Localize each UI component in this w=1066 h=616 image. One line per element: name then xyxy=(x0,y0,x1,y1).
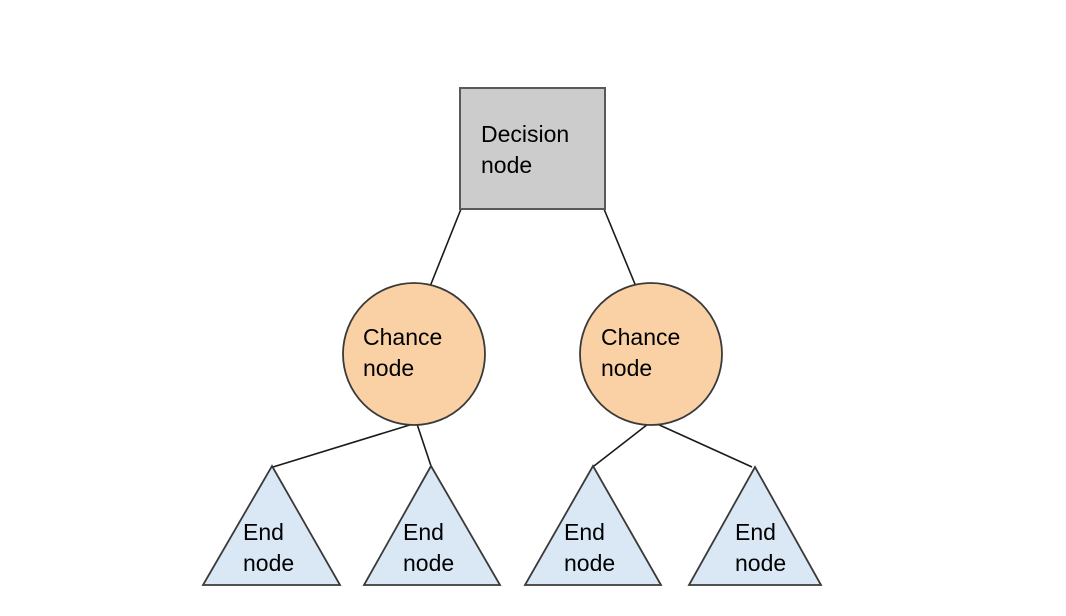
end-node-4-shape[interactable] xyxy=(687,465,823,586)
chance-node-right-label-line1: Chance xyxy=(601,324,680,350)
chance-node-right-shape[interactable] xyxy=(579,282,723,426)
chance-node-left-label-line2: node xyxy=(363,355,414,381)
end-node-2-label-line2: node xyxy=(403,550,454,576)
node-end-1[interactable]: End node xyxy=(201,464,342,586)
end-node-3-label-line1: End xyxy=(564,519,605,545)
end-node-3-label-line2: node xyxy=(564,550,615,576)
node-chance-right[interactable]: Chance node xyxy=(579,282,723,426)
end-node-2-label-line1: End xyxy=(403,519,444,545)
end-node-2-shape[interactable] xyxy=(362,464,502,586)
edge-chance-left-to-end-1 xyxy=(272,423,414,468)
edge-decision-to-chance-right xyxy=(603,208,638,290)
edge-chance-right-to-end-3 xyxy=(593,423,649,467)
end-node-4-label-line2: node xyxy=(735,550,786,576)
edge-decision-to-chance-left xyxy=(428,208,462,290)
edge-chance-left-to-end-2 xyxy=(416,423,432,467)
end-node-4-label-line1: End xyxy=(735,519,776,545)
node-end-3[interactable]: End node xyxy=(523,464,663,586)
chance-node-left-label-line1: Chance xyxy=(363,324,442,350)
edge-chance-right-to-end-4 xyxy=(654,422,753,468)
chance-node-left-shape[interactable] xyxy=(342,282,486,426)
decision-node-label-line2: node xyxy=(481,152,532,178)
node-end-2[interactable]: End node xyxy=(362,464,502,586)
node-chance-left[interactable]: Chance node xyxy=(342,282,486,426)
chance-node-right-label-line2: node xyxy=(601,355,652,381)
edge-group xyxy=(272,208,753,468)
node-decision[interactable]: Decision node xyxy=(459,87,606,210)
end-node-1-shape[interactable] xyxy=(201,464,342,586)
node-end-4[interactable]: End node xyxy=(687,465,823,586)
end-node-1-label-line2: node xyxy=(243,550,294,576)
decision-node-label-line1: Decision xyxy=(481,121,569,147)
end-node-3-shape[interactable] xyxy=(523,464,663,586)
end-node-1-label-line1: End xyxy=(243,519,284,545)
decision-node-shape[interactable] xyxy=(459,87,606,210)
